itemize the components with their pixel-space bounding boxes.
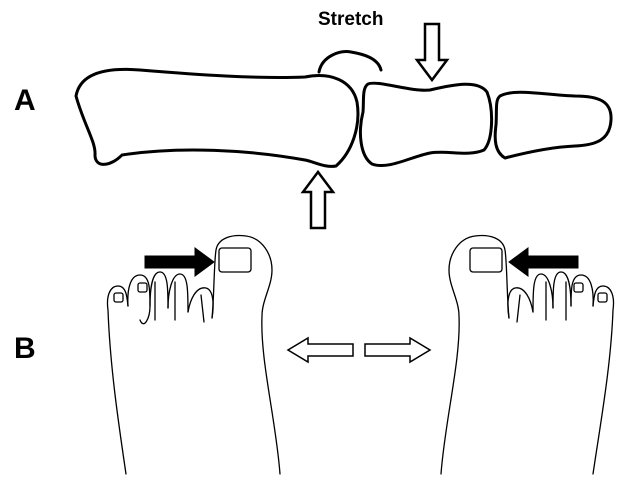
panel-label-b: B (14, 334, 36, 364)
solid-arrow-right-icon (145, 248, 214, 276)
stretch-label: Stretch (318, 9, 383, 31)
proximal-phalanx-bone (360, 83, 491, 165)
hollow-arrow-left-icon (288, 338, 353, 362)
metatarsal-bone (76, 69, 358, 166)
stretch-bracket (319, 52, 381, 72)
left-foot (107, 236, 280, 474)
distal-phalanx-bone (495, 92, 611, 158)
solid-arrow-left-icon (509, 248, 578, 276)
hollow-arrow-down-icon (417, 24, 447, 80)
hollow-arrow-up-icon (303, 172, 333, 228)
hollow-arrow-right-icon (365, 338, 430, 362)
panel-label-a: A (14, 86, 36, 116)
